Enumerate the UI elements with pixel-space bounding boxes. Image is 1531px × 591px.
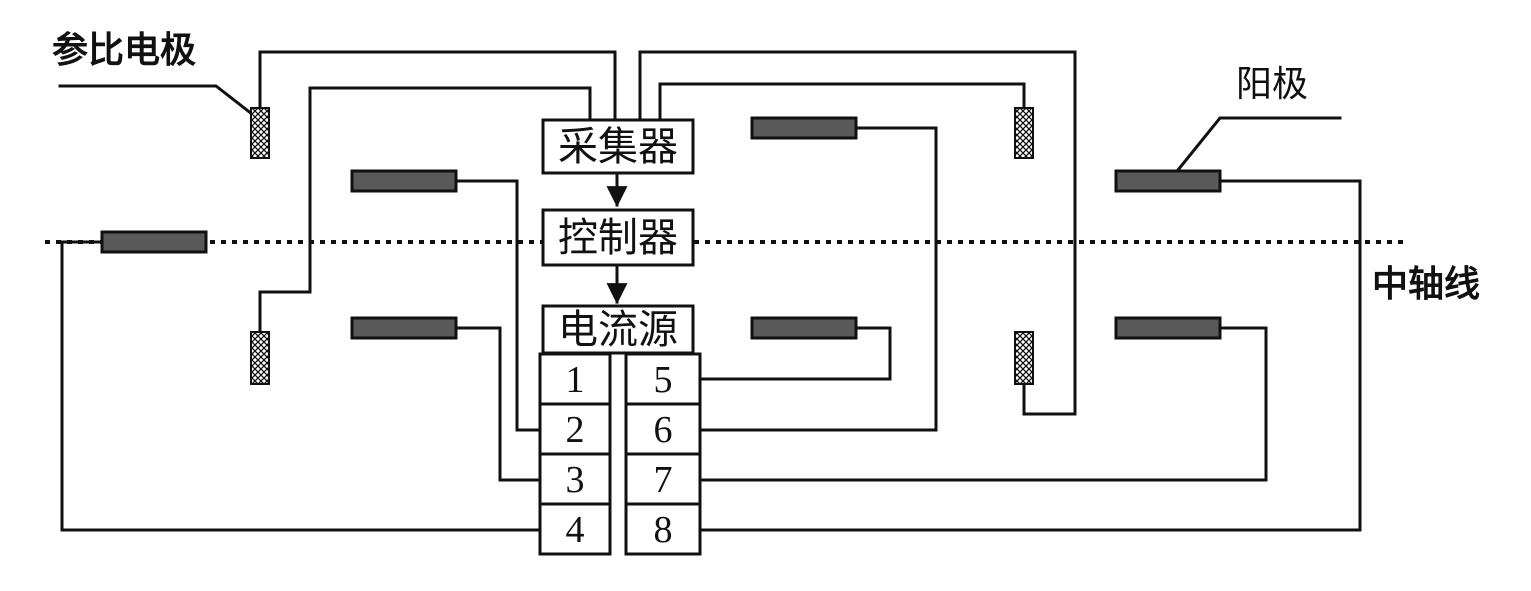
reference-electrode-label: 参比电极: [52, 30, 196, 71]
anode-label-leader: [1175, 116, 1342, 173]
wire-ref-top-left: [258, 50, 617, 122]
wire-anode-2: [454, 179, 542, 432]
reference-electrode-bottom-right: [1014, 331, 1034, 385]
wire-anode-6: [698, 126, 938, 432]
reference-electrode-top-right: [1014, 107, 1034, 159]
reference-electrode-bottom-left: [250, 331, 270, 385]
channel-7: 7: [654, 459, 673, 501]
controller-label: 控制器: [558, 215, 678, 261]
current-source-label: 电流源: [558, 307, 678, 353]
wire-anode-8: [698, 179, 1362, 532]
central-axis-label: 中轴线: [1372, 264, 1480, 305]
wire-anode-4: [60, 240, 542, 532]
wire-anode-7: [698, 326, 1268, 482]
channel-8: 8: [654, 509, 673, 551]
channel-6: 6: [654, 409, 673, 451]
controller-block: 控制器: [541, 208, 695, 267]
anode-6: [750, 116, 858, 140]
wire-anode-3: [454, 326, 542, 482]
collector-block: 采集器: [541, 118, 695, 175]
anode-2: [350, 169, 458, 193]
anodes: [100, 116, 1222, 340]
wire-ref-top-right: [658, 82, 1026, 122]
channel-1: 1: [566, 359, 585, 401]
reference-electrode-top-left: [250, 107, 270, 159]
wire-ref-bottom-left: [258, 86, 592, 334]
anode-7: [1114, 316, 1222, 340]
anode-4: [100, 230, 208, 254]
current-source-block: 电流源: [541, 304, 695, 355]
channel-2: 2: [566, 409, 585, 451]
collector-label: 采集器: [558, 124, 678, 170]
anode-5: [750, 316, 858, 340]
reference-electrodes: [250, 107, 1034, 385]
channel-5: 5: [654, 359, 673, 401]
wire-anode-5: [698, 326, 892, 381]
anode-3: [350, 316, 458, 340]
anode-label: 阳极: [1236, 64, 1308, 105]
reference-label-leader: [58, 84, 255, 117]
channel-terminals: 1 2 3 4 5 6 7 8: [538, 352, 702, 556]
anode-8: [1114, 169, 1222, 193]
channel-4: 4: [566, 509, 585, 551]
channel-3: 3: [566, 459, 585, 501]
wire-ref-bottom-right: [638, 50, 1077, 416]
wires: [58, 50, 1362, 532]
